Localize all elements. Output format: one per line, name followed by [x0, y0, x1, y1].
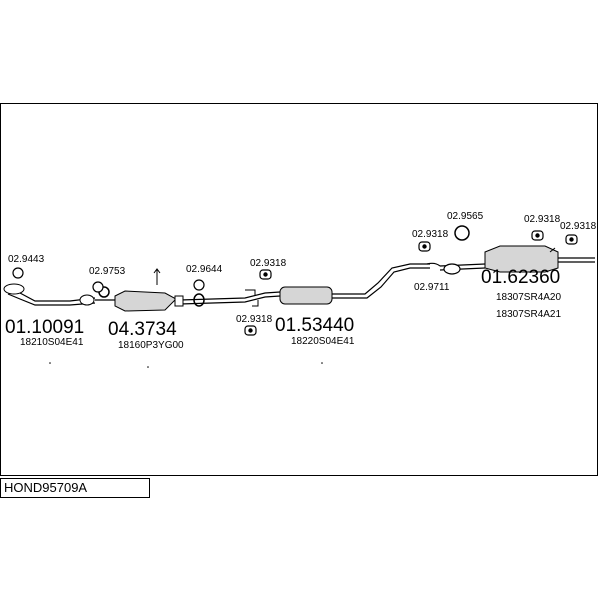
- accessory-9318-top-right2-label: 02.9318: [524, 214, 561, 225]
- diagram-frame: [0, 103, 598, 476]
- part-number-p3: 01.53440: [275, 315, 354, 336]
- oem-number-p1: 18210S04E41: [20, 337, 84, 348]
- part-number-p1: 01.10091: [5, 317, 84, 338]
- hanger-9318-top-right3: [565, 234, 578, 245]
- accessory-9318-bot-mid-label: 02.9318: [236, 314, 273, 325]
- ring-9565: [454, 225, 470, 241]
- pipe-brackets: [245, 247, 556, 307]
- oem-number-p4-2: 18307SR4A21: [496, 309, 561, 320]
- accessory-9318-top-right1-label: 02.9318: [412, 229, 449, 240]
- oem-number-p3: 18220S04E41: [291, 336, 355, 347]
- middle-silencer: [279, 286, 333, 305]
- hanger-9318-top-right1: [418, 241, 431, 252]
- hanger-9318-top-mid: [259, 269, 272, 280]
- dot-marker: [321, 362, 323, 364]
- accessory-9644-label: 02.9644: [186, 264, 223, 275]
- hanger-9318-bot-mid: [244, 325, 257, 336]
- ring-9711: [426, 262, 461, 275]
- gasket-9644: [193, 293, 205, 307]
- accessory-9318-top-mid-label: 02.9318: [250, 258, 287, 269]
- front-pipe-flange: [3, 283, 95, 306]
- part-number-p4: 01.62360: [481, 267, 560, 288]
- rubber-mount-9443: [12, 267, 24, 279]
- diagram-code: HOND95709A: [4, 480, 88, 495]
- dot-marker: [147, 366, 149, 368]
- rubber-mount-9753-ring: [92, 281, 104, 293]
- exhaust-pipe: [7, 257, 595, 306]
- accessory-9565-label: 02.9565: [447, 211, 484, 222]
- rear-silencer: [484, 245, 559, 273]
- diagram-code-box: HOND95709A: [0, 478, 150, 498]
- accessory-9711-label: 02.9711: [414, 282, 450, 293]
- oem-number-p2: 18160P3YG00: [118, 340, 184, 351]
- catalytic-converter: [114, 268, 184, 312]
- accessory-9443-label: 02.9443: [8, 254, 45, 265]
- oem-number-p4-1: 18307SR4A20: [496, 292, 561, 303]
- part-number-p2: 04.3734: [108, 319, 177, 340]
- accessory-9318-top-right3-label: 02.9318: [560, 221, 597, 232]
- accessory-9753-label: 02.9753: [89, 266, 126, 277]
- dot-marker: [49, 362, 51, 364]
- rubber-mount-9644-top: [193, 279, 205, 291]
- hanger-9318-top-right2: [531, 230, 544, 241]
